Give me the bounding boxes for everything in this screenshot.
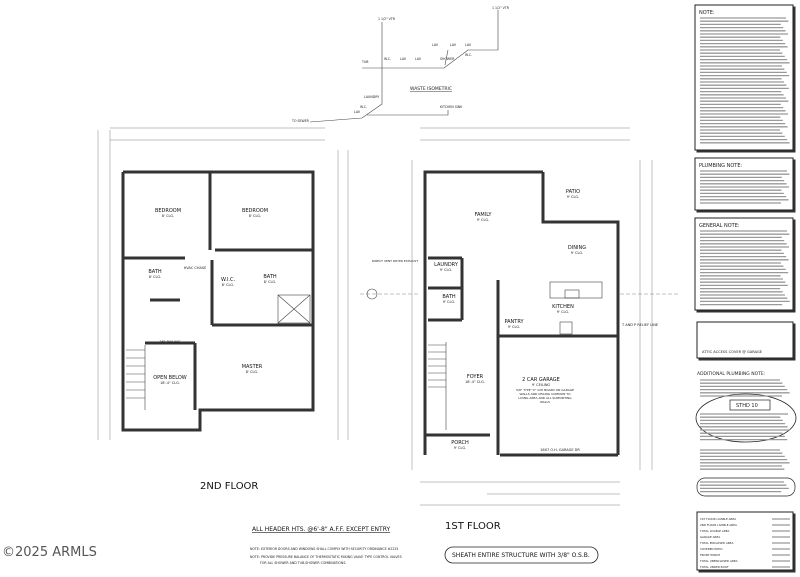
callout: 36" RAILING xyxy=(159,340,180,344)
second-floor-title: 2ND FLOOR xyxy=(200,481,258,492)
room-ceiling: 18'-4" CLG. xyxy=(160,381,180,385)
sheath-note: SHEATH ENTIRE STRUCTURE WITH 3/8" O.S.B. xyxy=(452,552,590,559)
room-bedroom: BEDROOM xyxy=(155,208,181,214)
note-title: NOTE: xyxy=(699,10,715,16)
room-ceiling: 8' CLG. xyxy=(222,283,235,287)
room-patio: PATIO xyxy=(566,189,580,195)
sheath-cloud xyxy=(444,546,599,564)
room-foyer: FOYER xyxy=(467,374,484,380)
note-pressure-cont: FOR ALL SHOWER AND TUB-SHOWER COMBINATIO… xyxy=(260,561,346,565)
iso-label: KITCHEN SINK xyxy=(440,105,463,109)
waste-isometric: TUB W.C. LAV LAV LAV LAV LAV W.C. SHOWER… xyxy=(291,6,510,123)
area-table-label: GARAGE AREA xyxy=(700,535,720,539)
garage-note: 5/8" TYPE "X" GYP BOARD ON GARAGE WALLS … xyxy=(516,388,574,404)
room-family: FAMILY xyxy=(475,212,493,218)
room-dining: DINING xyxy=(568,245,586,251)
second-floor-plan: BEDROOM 8' CLG. BEDROOM 8' CLG. BATH 8' … xyxy=(121,170,315,432)
iso-label: LAV xyxy=(400,57,407,61)
iso-vent: 1 1/2" VTR xyxy=(492,6,510,10)
room-ceiling: 9' CLG. xyxy=(477,218,490,222)
iso-label: SHOWER xyxy=(440,57,455,61)
plumbing-note-title: PLUMBING NOTE: xyxy=(699,163,743,169)
side-panel: NOTE: PLUMBING NOTE: GENERAL NOTE: ATTIC… xyxy=(694,4,797,571)
room-bath: BATH xyxy=(263,274,277,280)
room-ceiling: 18'-4" CLG. xyxy=(465,380,485,384)
attic-access-title: ATTIC ACCESS COVER @ GARAGE xyxy=(702,350,763,354)
callout: DIRECT VENT DRYER EXHAUST xyxy=(372,259,418,263)
room-master: MASTER xyxy=(242,364,263,370)
area-table-label: 2ND FLOOR LIVABLE AREA xyxy=(700,523,737,527)
first-floor-title: 1ST FLOOR xyxy=(445,521,501,532)
iso-label: LAV xyxy=(415,57,422,61)
room-ceiling: 8' CLG. xyxy=(149,275,162,279)
room-ceiling: 9' CLG. xyxy=(440,268,453,272)
area-table-label: TOTAL UNENCLOSED AREA xyxy=(699,559,738,563)
room-ceiling: 9' CLG. xyxy=(443,300,456,304)
room-kitchen: KITCHEN xyxy=(552,304,574,310)
room-ceiling: 8' CLG. xyxy=(264,280,277,284)
iso-label: LAV xyxy=(432,43,439,47)
iso-label: LAV xyxy=(354,110,361,114)
room-open-below: OPEN BELOW xyxy=(153,375,187,381)
callout: HVAC CHASE xyxy=(184,266,207,270)
room-ceiling: 9' CLG. xyxy=(454,446,467,450)
dimension-lines xyxy=(97,127,680,506)
room-ceiling: 9' CEILING xyxy=(532,383,551,387)
room-laundry: LAUNDRY xyxy=(434,262,459,268)
room-ceiling: 9' CLG. xyxy=(508,325,521,329)
room-ceiling: 9' CLG. xyxy=(567,195,580,199)
area-table-label: COVERED PATIO xyxy=(700,547,723,551)
room-ceiling: 9' CLG. xyxy=(571,251,584,255)
room-bedroom: BEDROOM xyxy=(242,208,268,214)
room-porch: PORCH xyxy=(451,440,469,446)
area-table-label: TOTAL LIVABLE AREA xyxy=(699,529,730,533)
note-security: NOTE: EXTERIOR DOORS AND WINDOWS SHALL C… xyxy=(250,547,398,551)
iso-label: LAUNDRY xyxy=(364,95,379,99)
note-pressure: NOTE: PROVIDE PRESSURE BALANCE OF THERMO… xyxy=(250,555,402,559)
room-garage: 2 CAR GARAGE xyxy=(522,377,560,383)
room-ceiling: 8' CLG. xyxy=(249,214,262,218)
iso-vent: 1 1/2" VTR xyxy=(378,17,396,21)
watermark: ©2025 ARMLS xyxy=(2,545,97,560)
iso-label: LAV xyxy=(450,43,457,47)
room-ceiling: 9' CLG. xyxy=(557,310,570,314)
room-bath: BATH xyxy=(148,269,162,275)
first-floor-plan: FAMILY 9' CLG. PATIO 9' CLG. DINING 9' C… xyxy=(372,170,658,457)
stairs-icon xyxy=(126,345,146,410)
area-table-label: FRONT PORCH xyxy=(700,553,720,557)
callout: T AND P RELIEF LINE xyxy=(621,323,658,327)
header-heights-note: ALL HEADER HTS. @6'-8" A.F.F. EXCEPT ENT… xyxy=(252,526,390,533)
general-note-title: GENERAL NOTE: xyxy=(699,223,740,229)
iso-label: W.C. xyxy=(384,57,391,61)
callout: 16X7 O.H. GARAGE DR xyxy=(540,448,580,452)
isometric-title: WASTE ISOMETRIC xyxy=(410,86,452,92)
additional-plumbing-title: ADDITIONAL PLUMBING NOTE: xyxy=(697,371,765,377)
iso-label: TUB xyxy=(361,60,368,64)
iso-label: W.C. xyxy=(465,53,472,57)
stud-label: STHD 10 xyxy=(736,403,758,409)
stairs-icon xyxy=(428,342,447,430)
room-ceiling: 8' CLG. xyxy=(162,214,175,218)
room-wic: W.I.C. xyxy=(221,277,236,283)
iso-label: W.C. xyxy=(360,105,367,109)
area-table-label: TOTAL ENCLOSED AREA xyxy=(699,541,733,545)
area-table-label: 1ST FLOOR LIVABLE AREA xyxy=(700,517,736,521)
iso-label: LAV xyxy=(465,43,472,47)
room-ceiling: 8' CLG. xyxy=(246,370,259,374)
room-pantry: PANTRY xyxy=(504,319,524,325)
area-table-label: TOTAL UNDER ROOF xyxy=(699,565,729,569)
iso-label: TO SEWER xyxy=(291,119,310,123)
room-bath: BATH xyxy=(442,294,456,300)
